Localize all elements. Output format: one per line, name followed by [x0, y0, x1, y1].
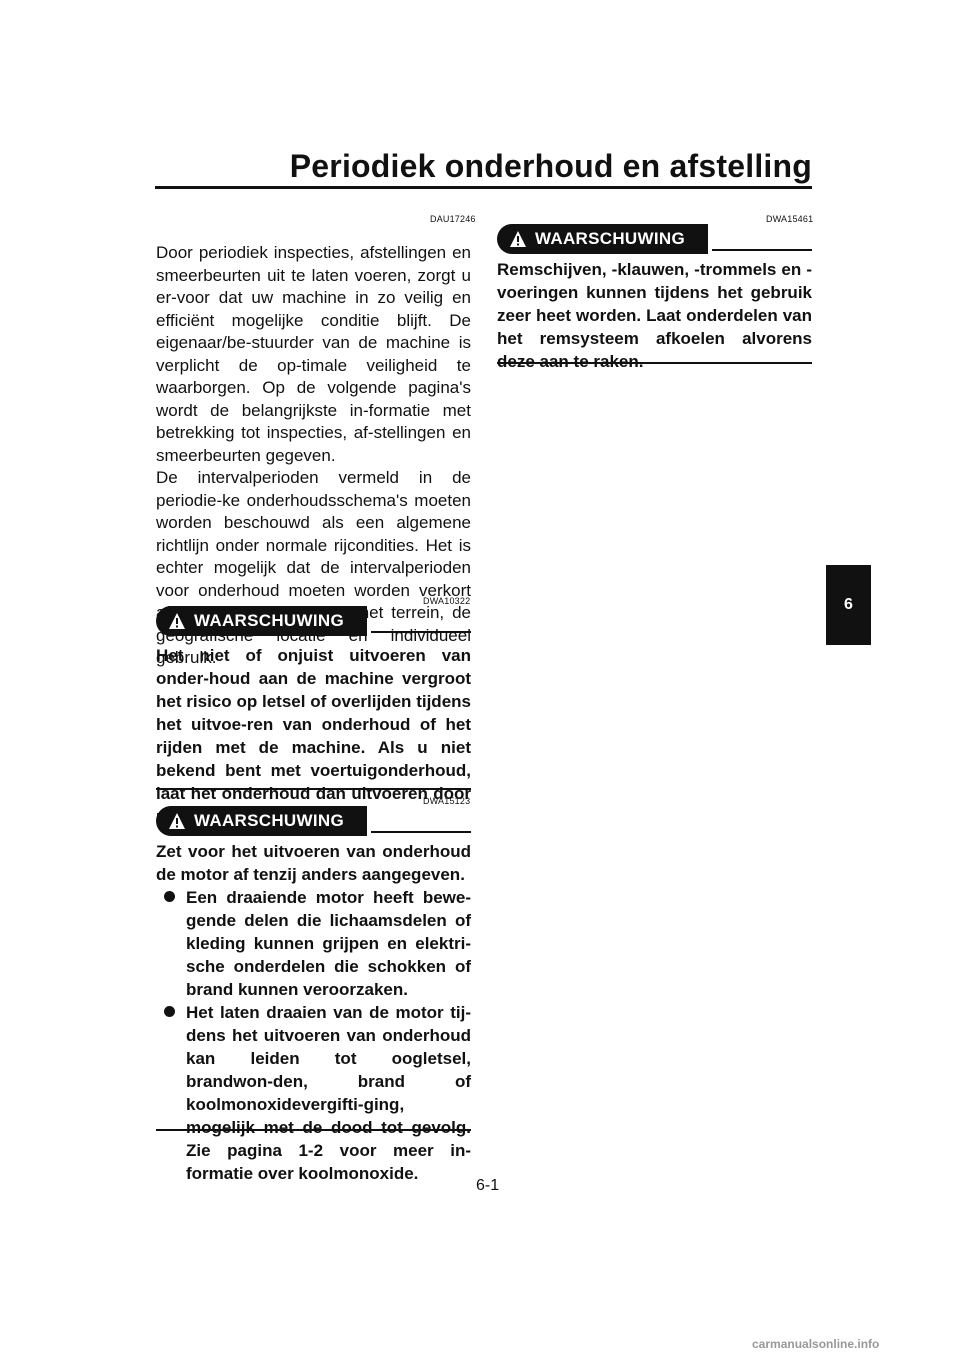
page-number: 6-1 [476, 1177, 500, 1194]
divider [497, 362, 812, 364]
warning-code: DWA10322 [423, 596, 471, 606]
divider [156, 788, 471, 790]
bullet-icon [164, 891, 175, 902]
page-title: Periodiek onderhoud en afstelling [289, 148, 812, 184]
warning-icon [510, 231, 526, 247]
divider [712, 249, 812, 251]
divider [371, 831, 471, 833]
bullet-list: Een draaiende motor heeft bewe-gende del… [156, 886, 471, 1185]
warning-badge: WAARSCHUWING [156, 806, 367, 836]
chapter-tab: 6 [826, 565, 871, 645]
paragraph: Door periodiek inspecties, afstellingen … [156, 243, 471, 465]
warning-body: Remschijven, -klauwen, -trommels en -voe… [497, 258, 812, 373]
warning-header: WAARSCHUWING [497, 224, 812, 254]
warning-code: DWA15123 [423, 796, 471, 806]
warning-header: WAARSCHUWING [156, 606, 471, 636]
divider [156, 1129, 471, 1131]
list-item: Een draaiende motor heeft bewe-gende del… [156, 886, 471, 1001]
warning-label: WAARSCHUWING [194, 811, 344, 830]
warning-icon [169, 813, 185, 829]
divider [371, 631, 471, 633]
section-code: DAU17246 [430, 214, 476, 224]
warning-icon [169, 613, 185, 629]
list-item: Het laten draaien van de motor tij-dens … [156, 1001, 471, 1185]
warning-text: Zet voor het uitvoeren van onderhoud de … [156, 842, 471, 884]
warning-body: Zet voor het uitvoeren van onderhoud de … [156, 840, 471, 1185]
warning-badge: WAARSCHUWING [497, 224, 708, 254]
warning-badge: WAARSCHUWING [156, 606, 367, 636]
warning-text: Remschijven, -klauwen, -trommels en -voe… [497, 260, 812, 371]
warning-header: WAARSCHUWING [156, 806, 471, 836]
bullet-icon [164, 1006, 175, 1017]
warning-code: DWA15461 [766, 214, 814, 224]
footer-watermark: carmanualsonline.info [752, 1337, 880, 1351]
warning-label: WAARSCHUWING [535, 229, 685, 248]
paragraph: De intervalperioden vermeld in de period… [156, 468, 471, 667]
warning-label: WAARSCHUWING [194, 611, 344, 630]
title-rule [155, 186, 812, 189]
